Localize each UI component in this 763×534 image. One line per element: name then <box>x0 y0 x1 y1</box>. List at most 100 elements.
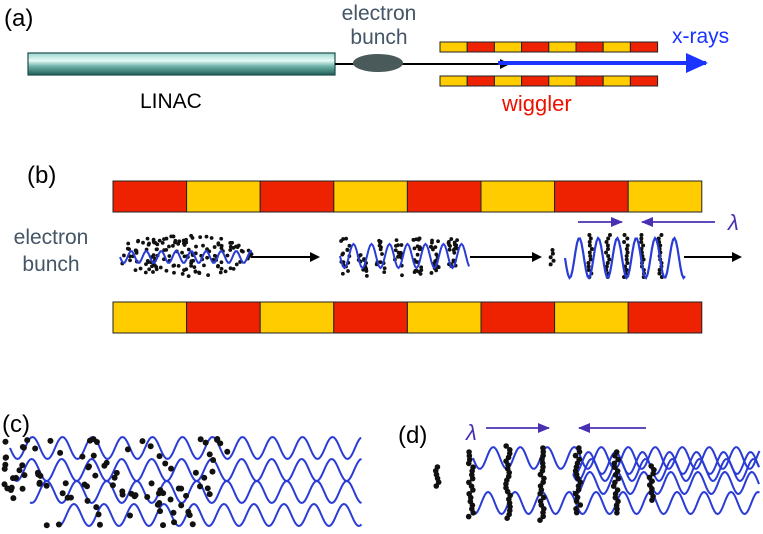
electron-dot <box>189 521 196 528</box>
electron-dot <box>141 240 145 245</box>
electron-dot <box>622 240 627 244</box>
electron-dot <box>19 462 26 469</box>
electron-dot <box>573 509 580 516</box>
electron-dot <box>604 264 609 269</box>
wave-line-c <box>11 457 362 483</box>
electron-dot <box>625 261 630 265</box>
electron-dot <box>537 490 544 497</box>
electron-dot <box>606 247 611 251</box>
electron-dot <box>204 234 209 239</box>
electron-dot <box>9 475 16 482</box>
electron-dot <box>92 472 99 479</box>
electron-dot <box>607 257 612 262</box>
electron-dot <box>184 237 188 242</box>
electron-dot <box>586 268 591 272</box>
electron-dot <box>537 471 544 478</box>
electron-dot <box>434 268 439 273</box>
magnet-block <box>406 180 482 213</box>
electron-dot <box>624 268 629 272</box>
electron-dot <box>589 247 594 251</box>
electron-dot <box>657 268 662 272</box>
electron-dot <box>551 258 556 263</box>
electron-dot <box>126 241 131 246</box>
electron-dot <box>136 239 140 244</box>
electron-dot <box>84 497 91 504</box>
electron-dot <box>415 252 420 257</box>
electron-dot <box>157 508 164 515</box>
electron-dot <box>656 236 661 241</box>
electron-dot <box>156 453 163 460</box>
electron-dot <box>143 270 148 275</box>
electron-dot <box>178 502 185 509</box>
electron-dot <box>35 471 42 478</box>
electron-dot <box>606 254 611 258</box>
panel-b-tag: (b) <box>27 162 56 189</box>
electron-dot <box>210 456 217 463</box>
electron-dot <box>622 233 627 237</box>
electron-dot <box>197 436 204 443</box>
electron-dot <box>176 241 181 246</box>
electron-dot <box>399 243 404 247</box>
magnet-block <box>521 75 550 87</box>
electron-dot <box>204 485 211 492</box>
electron-dot <box>171 234 176 239</box>
radiation-wave-stage3 <box>563 236 686 280</box>
electron-dot <box>540 494 547 501</box>
electron-dot <box>160 240 165 245</box>
electron-dot <box>183 492 190 499</box>
electron-dot <box>453 243 458 248</box>
wave-line-c <box>29 479 362 505</box>
electron-dot <box>625 236 630 241</box>
electron-dot <box>573 498 580 505</box>
electron-dot <box>178 485 185 492</box>
electron-dot <box>147 443 154 450</box>
electron-dot <box>550 251 555 256</box>
magnet-block <box>333 301 408 334</box>
bunch-b-label-line2: bunch <box>22 253 79 276</box>
panel-a: (a) LINAC electron bunch x-rays wiggler <box>4 2 729 116</box>
electron-dot <box>465 513 472 520</box>
magnet-block <box>521 41 550 53</box>
radiation-wave-stage2 <box>339 242 470 270</box>
electron-dot <box>657 271 662 276</box>
electron-dot <box>10 495 17 502</box>
electron-dot <box>170 509 177 516</box>
electron-dot <box>122 253 126 258</box>
electron-dot <box>605 243 610 248</box>
electron-dot <box>43 522 50 529</box>
electron-dot <box>358 253 363 257</box>
electron-dot <box>155 242 160 247</box>
electron-dot <box>90 452 97 459</box>
electron-dot <box>189 259 194 264</box>
electron-dot <box>209 468 216 475</box>
electron-dot <box>146 260 151 264</box>
electron-dot <box>415 244 420 249</box>
magnet-block <box>554 180 629 213</box>
wiggler-label: wiggler <box>501 91 572 116</box>
electron-dot <box>173 240 177 245</box>
electron-dot <box>151 270 155 274</box>
electron-dot <box>429 271 434 275</box>
electron-dot <box>249 252 254 256</box>
panel-d: (d) λ <box>398 420 761 523</box>
electron-dot <box>639 240 644 244</box>
electron-dot <box>205 255 210 260</box>
electron-dot <box>62 480 69 487</box>
electron-dot <box>223 269 228 274</box>
lambda-b-symbol: λ <box>727 210 739 235</box>
electron-dot <box>612 472 619 478</box>
electron-dot <box>128 258 132 263</box>
electron-dot <box>586 261 591 265</box>
bunch-b-label-line1: electron <box>14 226 89 249</box>
electron-dot <box>503 443 509 449</box>
electron-dot <box>95 511 102 518</box>
electron-dot <box>1 481 8 488</box>
electron-dot <box>231 266 236 271</box>
electron-dot <box>216 264 220 268</box>
electron-dot <box>202 263 206 268</box>
electron-dot <box>93 439 100 446</box>
electron-dot <box>47 437 54 444</box>
electron-dot <box>341 251 345 256</box>
electron-dot <box>576 449 583 455</box>
electron-dot <box>379 245 383 250</box>
